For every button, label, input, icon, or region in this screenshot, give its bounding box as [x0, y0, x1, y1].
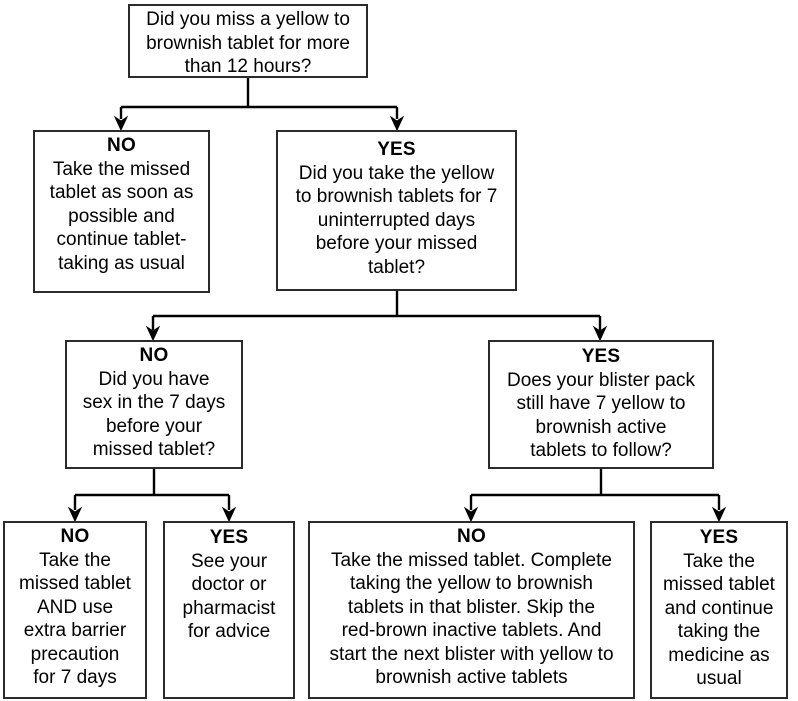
node-yes-continue-usual: YES Take the missed tablet and continue …	[650, 521, 788, 699]
node-no-sex-question: NO Did you have sex in the 7 days before…	[65, 340, 243, 469]
node-no-barrier-precaution: NO Take the missed tablet AND use extra …	[3, 521, 147, 699]
node-text: Did you take the yellow to brownish tabl…	[295, 162, 498, 278]
branch-label: YES	[209, 527, 249, 548]
branch-label: YES	[699, 527, 739, 548]
node-text: Take the missed tablet as soon as possib…	[49, 158, 194, 274]
node-no-take-asap: NO Take the missed tablet as soon as pos…	[33, 130, 210, 293]
branch-label: NO	[107, 135, 136, 156]
branch-label: YES	[581, 346, 621, 367]
branch-label: NO	[457, 526, 486, 547]
node-no-complete-blister: NO Take the missed tablet. Complete taki…	[308, 521, 635, 699]
arrowhead-icon	[67, 115, 727, 523]
node-text: Take the missed tablet. Complete taking …	[329, 549, 614, 689]
node-text: Did you miss a yellow to brownish tablet…	[146, 9, 350, 77]
node-text: Take the missed tablet and continue taki…	[663, 550, 775, 690]
branch-label: NO	[139, 345, 169, 366]
node-yes-blister-question: YES Does your blister pack still have 7 …	[488, 340, 714, 469]
node-yes-see-doctor: YES See your doctor or pharmacist for ad…	[163, 521, 295, 699]
connector-path	[73, 78, 721, 510]
node-text: Does your blister pack still have 7 yell…	[507, 369, 695, 462]
node-text: See your doctor or pharmacist for advice	[182, 550, 276, 643]
branch-label: YES	[377, 139, 416, 160]
node-text: Did you have sex in the 7 days before yo…	[82, 368, 226, 461]
node-yes-7days-question: YES Did you take the yellow to brownish …	[276, 130, 517, 291]
node-text: Take the missed tablet AND use extra bar…	[19, 549, 131, 689]
node-missed-12h-question: Did you miss a yellow to brownish tablet…	[128, 4, 368, 78]
branch-label: NO	[60, 526, 90, 547]
